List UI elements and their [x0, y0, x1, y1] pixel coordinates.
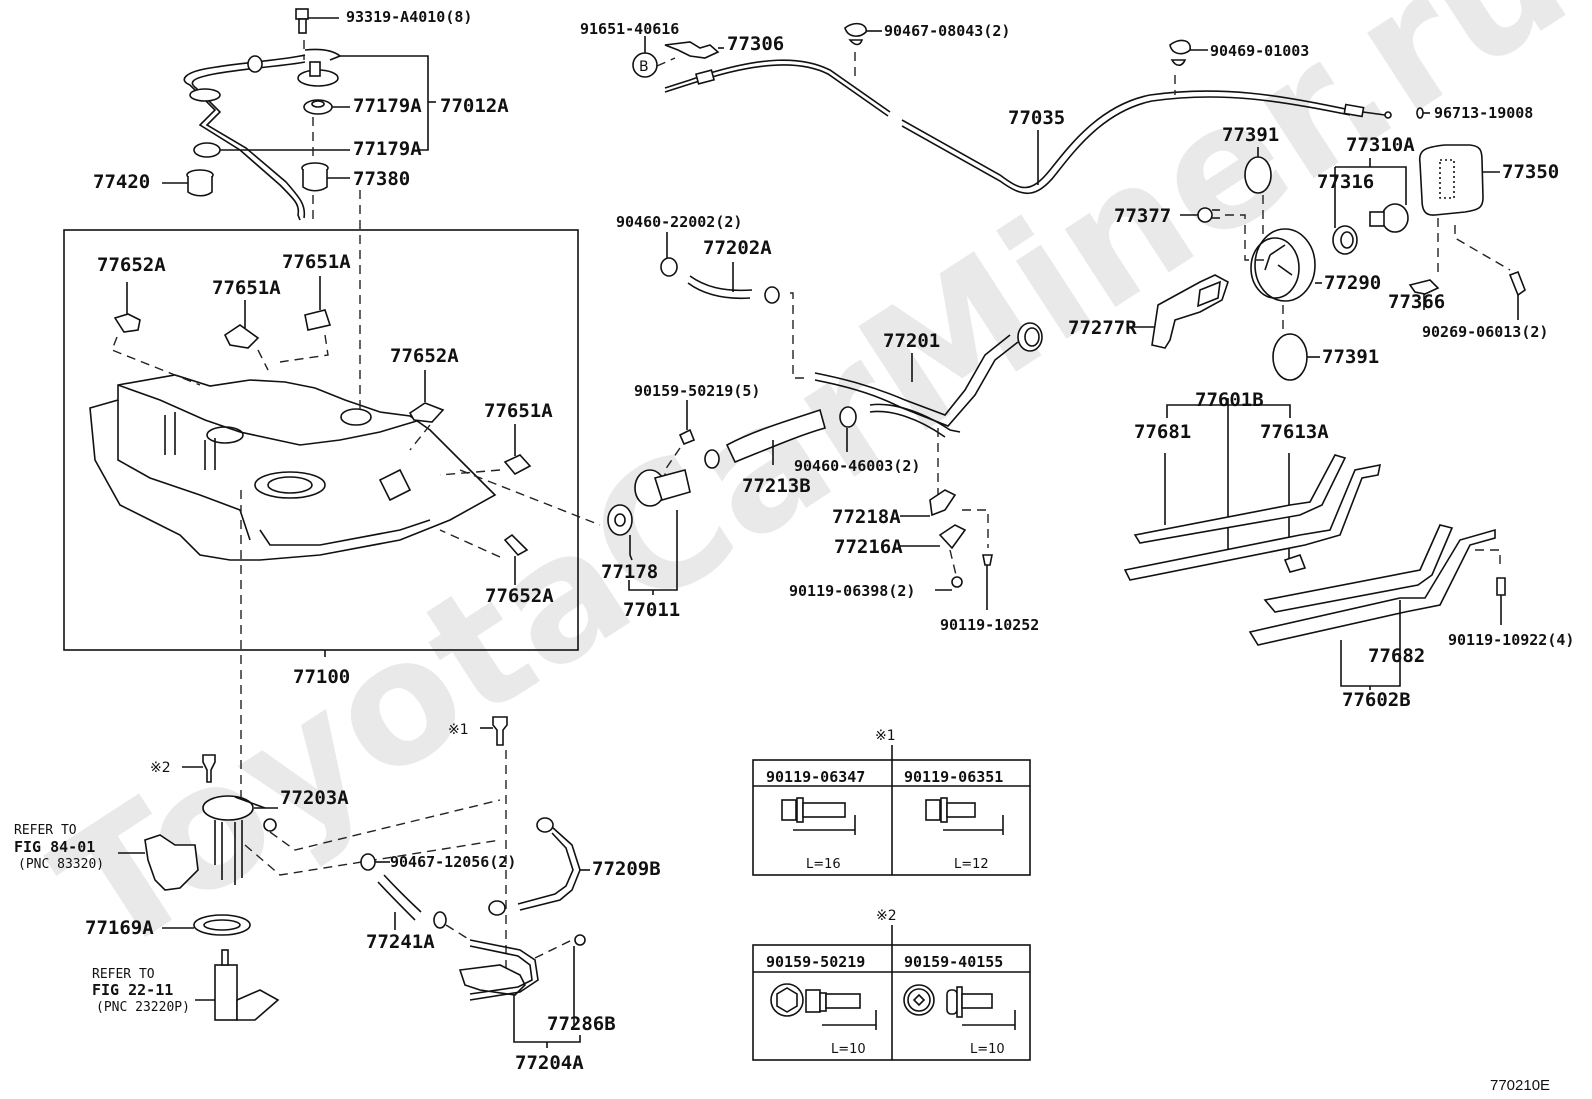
part-label[interactable]: 77012A — [440, 95, 509, 117]
part-label[interactable]: 77391 — [1322, 346, 1379, 368]
part-label[interactable]: 77420 — [93, 171, 150, 193]
part-label[interactable]: 77601B — [1195, 389, 1264, 411]
bolt-icon — [925, 797, 1004, 835]
part-label[interactable]: 93319-A4010(8) — [346, 8, 472, 26]
hex-flange-bolt-icon — [770, 983, 877, 1030]
part-label[interactable]: 77179A — [353, 95, 422, 117]
part-label[interactable]: 77218A — [832, 506, 901, 528]
bolt-part-number[interactable]: 90119-06347 — [766, 768, 865, 786]
pad — [113, 313, 141, 333]
part-label[interactable]: 90119-10922(4) — [1448, 631, 1574, 649]
refer-note: REFER TO — [14, 823, 77, 838]
part-label[interactable]: 77213B — [742, 475, 811, 497]
refer-note: REFER TO — [92, 967, 155, 982]
part-label[interactable]: 77290 — [1324, 272, 1381, 294]
marker-b: B — [639, 59, 649, 75]
part-label[interactable]: 90469-01003 — [1210, 42, 1309, 60]
part-label[interactable]: 77201 — [883, 330, 940, 352]
part-label[interactable]: 90460-22002(2) — [616, 213, 742, 231]
fuel-filler-lid-group: 77391 77310A 77316 77350 77377 77290 773… — [1068, 124, 1559, 381]
part-label[interactable]: 77682 — [1368, 645, 1425, 667]
part-label[interactable]: 77681 — [1134, 421, 1191, 443]
bolt-table-1: ※1 90119-06347 90119-06351 L=16 L=12 — [752, 728, 1031, 876]
part-label[interactable]: 77203A — [280, 787, 349, 809]
bolt-part-number[interactable]: 90159-40155 — [904, 953, 1003, 971]
part-label[interactable]: 77366 — [1388, 291, 1445, 313]
bolt-icon — [781, 797, 856, 835]
part-label[interactable]: 77602B — [1342, 689, 1411, 711]
pad — [223, 324, 260, 349]
bolt-length: L=12 — [954, 857, 989, 872]
part-label[interactable]: 90159-50219(5) — [634, 382, 760, 400]
part-label[interactable]: 77100 — [293, 666, 350, 688]
part-label[interactable]: 77202A — [703, 237, 772, 259]
part-label[interactable]: 90269-06013(2) — [1422, 323, 1548, 341]
part-label[interactable]: 77178 — [601, 561, 658, 583]
fuel-lid-cable-group: B 91651-40616 77306 90467-08043(2) 90469… — [580, 20, 1533, 195]
refer-note[interactable]: FIG 84-01 — [14, 838, 95, 856]
pad — [408, 402, 445, 423]
part-label[interactable]: 77652A — [390, 345, 459, 367]
part-label[interactable]: 77216A — [834, 536, 903, 558]
part-label[interactable]: 91651-40616 — [580, 20, 679, 38]
part-label[interactable]: 77651A — [212, 277, 281, 299]
filler-pipe-group: 90460-22002(2) 77202A 77201 90159-50219(… — [601, 213, 1043, 634]
part-label[interactable]: 77613A — [1260, 421, 1329, 443]
bolt-part-number[interactable]: 90119-06351 — [904, 768, 1003, 786]
part-label[interactable]: 77209B — [592, 858, 661, 880]
fuel-tank-assembly: 77100 77652A 7765 — [63, 190, 601, 800]
table-marker: ※2 — [876, 908, 897, 924]
part-label[interactable]: 77652A — [485, 585, 554, 607]
part-label[interactable]: 77310A — [1346, 134, 1415, 156]
part-label[interactable]: 96713-19008 — [1434, 104, 1533, 122]
bolt-part-number[interactable]: 90159-50219 — [766, 953, 865, 971]
part-label[interactable]: 77241A — [366, 931, 435, 953]
part-label[interactable]: 77011 — [623, 599, 680, 621]
table-marker: ※1 — [875, 728, 896, 744]
refer-note: (PNC 23220P) — [96, 1000, 190, 1015]
bolt-length: L=10 — [970, 1042, 1005, 1057]
pump-sender-group: ※2 REFER TO FIG 84-01 (PNC 83320) 77169A… — [14, 754, 501, 1021]
part-label[interactable]: 77651A — [282, 251, 351, 273]
washer-head-bolt-icon — [903, 984, 1016, 1030]
part-label[interactable]: 90460-46003(2) — [794, 457, 920, 475]
part-label[interactable]: 77316 — [1317, 171, 1374, 193]
part-label[interactable]: 77169A — [85, 917, 154, 939]
bolt-table-2: ※2 90159-50219 90159-40155 L=10 L=10 — [752, 908, 1031, 1061]
part-label[interactable]: 90119-06398(2) — [789, 582, 915, 600]
vent-tube-group: ※1 90467-12056(2) 77209B 77241A 77286B 7… — [360, 716, 661, 1074]
breather-group: 93319-A4010(8) 77179A 77012A 77179A 7742… — [93, 8, 509, 225]
part-label[interactable]: 77035 — [1008, 107, 1065, 129]
pad — [304, 309, 332, 331]
part-label[interactable]: 90119-10252 — [940, 616, 1039, 634]
part-label[interactable]: 77350 — [1502, 161, 1559, 183]
refer-note: (PNC 83320) — [18, 857, 104, 872]
part-label[interactable]: 77652A — [97, 254, 166, 276]
bolt-icon — [295, 8, 309, 34]
bolt-length: L=16 — [806, 857, 841, 872]
part-label[interactable]: 90467-12056(2) — [390, 853, 516, 871]
pad — [503, 454, 532, 476]
tank-straps-group: 77601B 77681 77613A 77682 77602B 90119-1… — [1123, 389, 1574, 711]
part-label[interactable]: 77391 — [1222, 124, 1279, 146]
pad — [503, 533, 529, 557]
part-label[interactable]: 77286B — [547, 1013, 616, 1035]
part-label[interactable]: 77380 — [353, 168, 410, 190]
figure-code: 770210E — [1490, 1077, 1550, 1094]
note-marker-2: ※2 — [150, 760, 171, 776]
part-label[interactable]: 77179A — [353, 138, 422, 160]
part-label[interactable]: 77651A — [484, 400, 553, 422]
note-marker-1: ※1 — [448, 722, 469, 738]
part-label[interactable]: 77277R — [1068, 317, 1137, 339]
bolt-length: L=10 — [831, 1042, 866, 1057]
part-label[interactable]: 77306 — [727, 33, 784, 55]
refer-note[interactable]: FIG 22-11 — [92, 981, 173, 999]
part-label[interactable]: 90467-08043(2) — [884, 22, 1010, 40]
part-label[interactable]: 77377 — [1114, 205, 1171, 227]
part-label[interactable]: 77204A — [515, 1052, 584, 1074]
